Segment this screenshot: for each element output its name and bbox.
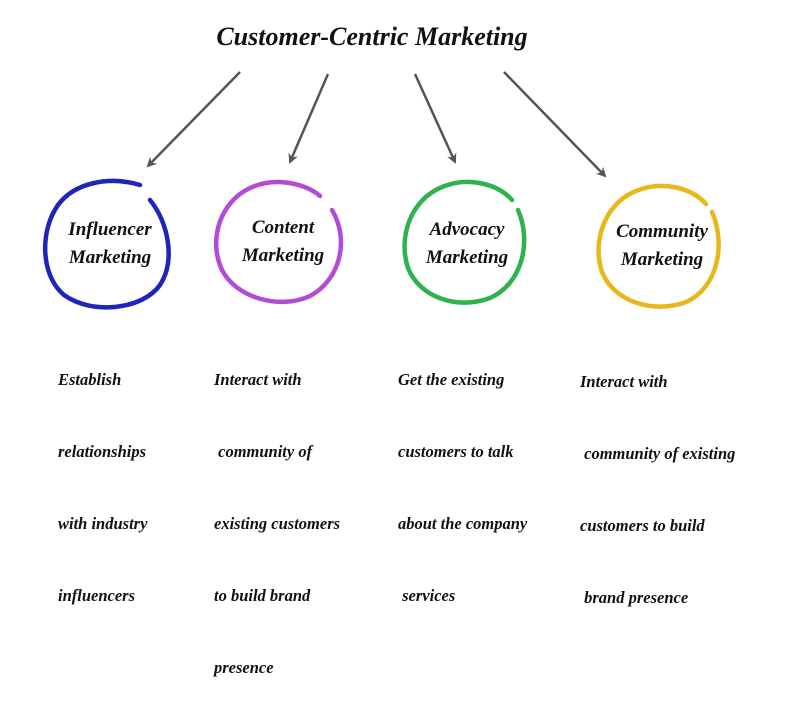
description-line: influencers — [58, 586, 136, 605]
diagram-title: Customer-Centric Marketing — [216, 22, 528, 51]
description-line: brand presence — [580, 588, 689, 607]
description-line: Interact with — [214, 370, 302, 389]
description-line: services — [398, 586, 456, 605]
node-label-line: Marketing — [241, 245, 325, 266]
description-advocacy: Get the existing customers to talk about… — [398, 320, 527, 656]
circle-community — [596, 183, 721, 309]
description-line: community of — [214, 442, 313, 461]
description-community: Interact with community of existing cust… — [580, 322, 735, 658]
node-label-line: Community — [616, 221, 708, 242]
circle-content — [213, 179, 344, 305]
node-label-line: Content — [251, 217, 315, 238]
description-line: Get the existing — [398, 370, 505, 389]
description-line: presence — [214, 658, 274, 677]
arrow-to-influencer — [146, 71, 241, 168]
description-line: Interact with — [580, 372, 668, 391]
description-line: about the company — [398, 514, 528, 533]
arrow-to-community — [503, 71, 607, 178]
description-line: customers to build — [580, 516, 705, 535]
circle-advocacy — [402, 179, 527, 305]
diagram: Customer-Centric Marketing Influencer Ma… — [42, 22, 735, 677]
node-label-line: Marketing — [620, 249, 704, 270]
circle-influencer — [42, 178, 171, 310]
node-label-line: Marketing — [68, 247, 152, 268]
arrow-to-advocacy — [413, 73, 457, 164]
node-label-line: Influencer — [68, 219, 152, 240]
description-line: relationships — [58, 442, 147, 461]
description-line: customers to talk — [398, 442, 514, 461]
description-content: Interact with community of existing cust… — [214, 320, 340, 728]
arrow-to-content — [288, 73, 330, 164]
description-line: with industry — [58, 514, 148, 533]
node-label-influencer: Influencer Marketing — [48, 216, 172, 272]
diagram-graphics — [42, 71, 721, 310]
description-line: community of existing — [580, 444, 736, 463]
description-influencer: Establish relationships with industry in… — [58, 320, 147, 656]
node-label-content: Content Marketing — [220, 214, 346, 270]
node-label-line: Advocacy — [429, 219, 505, 240]
description-line: Establish — [58, 370, 122, 389]
description-line: existing customers — [214, 514, 341, 533]
node-label-community: Community Marketing — [598, 218, 726, 274]
description-line: to build brand — [214, 586, 311, 605]
node-label-line: Marketing — [425, 247, 509, 268]
node-label-advocacy: Advocacy Marketing — [404, 216, 530, 272]
